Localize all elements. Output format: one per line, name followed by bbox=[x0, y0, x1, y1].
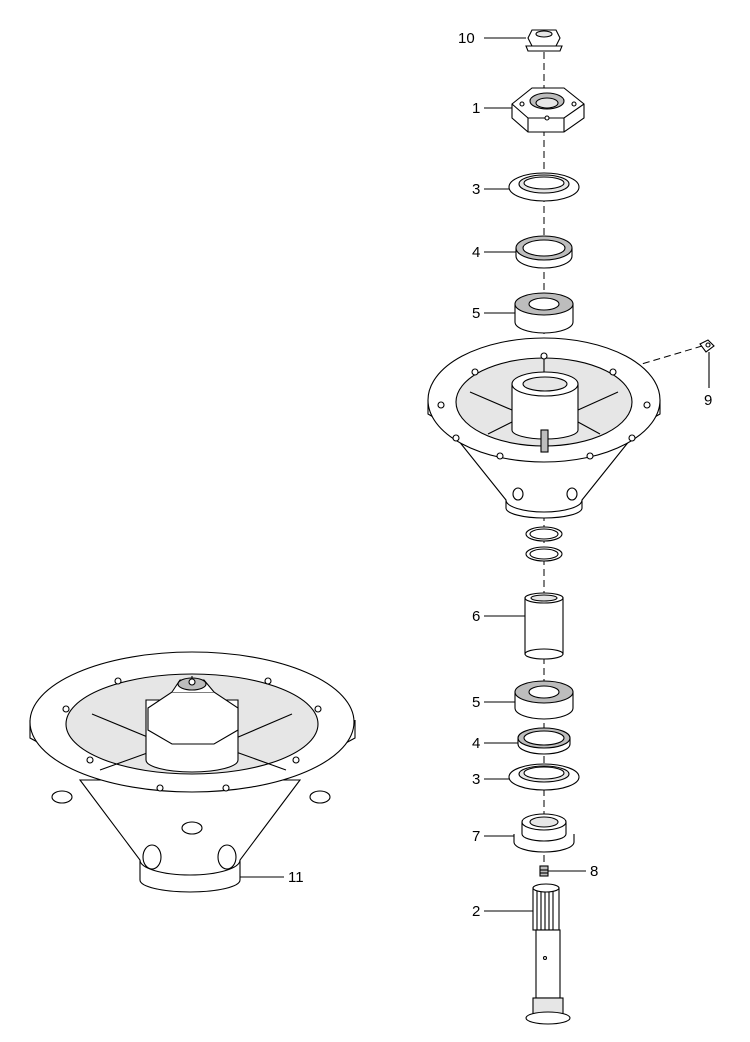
callout-spindle-assembly: 11 bbox=[288, 869, 304, 886]
bottom-seal-part bbox=[508, 763, 580, 791]
callout-spindle-shaft: 2 bbox=[472, 903, 480, 920]
spindle-shaft-part bbox=[525, 883, 571, 1025]
callout-spindle-pulley-hub: 1 bbox=[472, 100, 480, 117]
callout-bottom-bearing: 5 bbox=[472, 694, 480, 711]
callout-nut: 10 bbox=[458, 30, 475, 47]
callout-bottom-cap: 7 bbox=[472, 828, 480, 845]
spacer-tube-part bbox=[524, 592, 564, 660]
callout-bottom-seal: 3 bbox=[472, 771, 480, 788]
leader-lines bbox=[240, 37, 710, 912]
callout-grease-fitting: 9 bbox=[704, 392, 712, 409]
set-screw-part bbox=[539, 865, 549, 877]
spindle-pulley-hub-part bbox=[511, 87, 585, 133]
grease-fitting-part bbox=[699, 339, 715, 353]
callout-bottom-bearing-cup: 4 bbox=[472, 735, 480, 752]
bottom-bearing-cup-part bbox=[517, 727, 571, 755]
top-bearing-part bbox=[514, 292, 574, 334]
bottom-cap-part bbox=[513, 813, 575, 853]
callout-spacer-tube: 6 bbox=[472, 608, 480, 625]
assembled-spindle-part bbox=[29, 651, 356, 893]
callout-top-seal: 3 bbox=[472, 181, 480, 198]
top-bearing-cup-part bbox=[515, 235, 573, 269]
housing-o-rings bbox=[525, 526, 563, 562]
spindle-housing-part bbox=[427, 337, 661, 519]
top-seal-part bbox=[508, 172, 580, 202]
bottom-bearing-part bbox=[514, 680, 574, 720]
nut-part bbox=[525, 29, 563, 52]
callout-top-bearing: 5 bbox=[472, 305, 480, 322]
callout-top-bearing-cup: 4 bbox=[472, 244, 480, 261]
callout-set-screw: 8 bbox=[590, 863, 598, 880]
